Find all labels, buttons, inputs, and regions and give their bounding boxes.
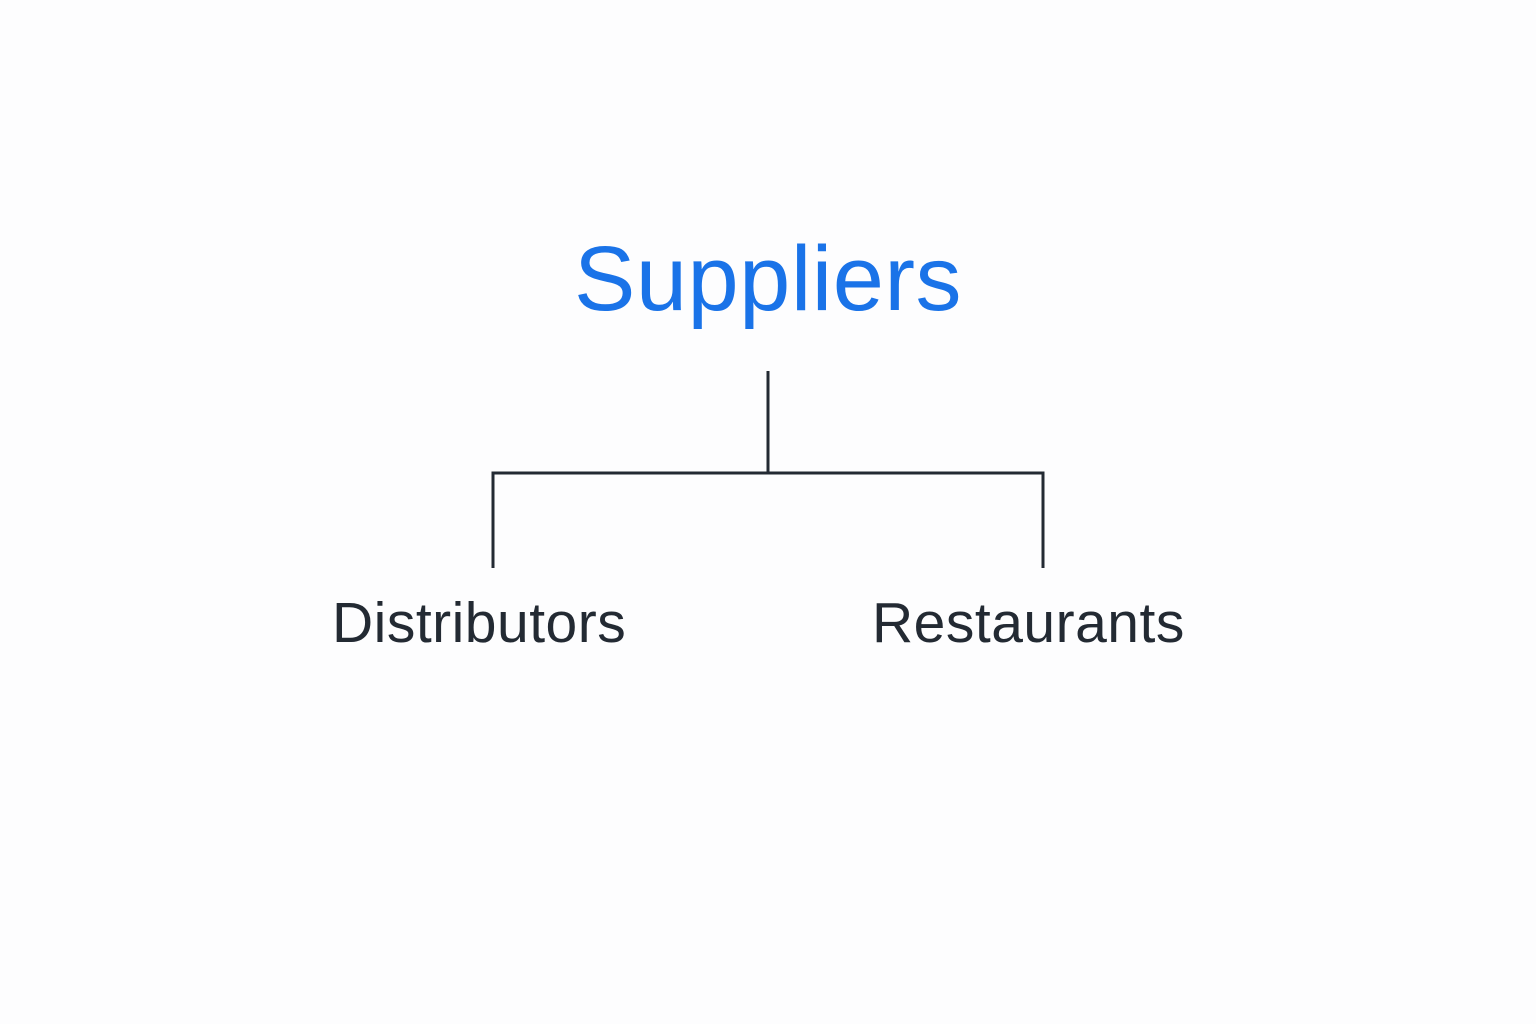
root-node-label: Suppliers [573,228,963,330]
child-node-distributors: Distributors [332,591,627,655]
child-node-restaurants: Restaurants [872,591,1185,655]
